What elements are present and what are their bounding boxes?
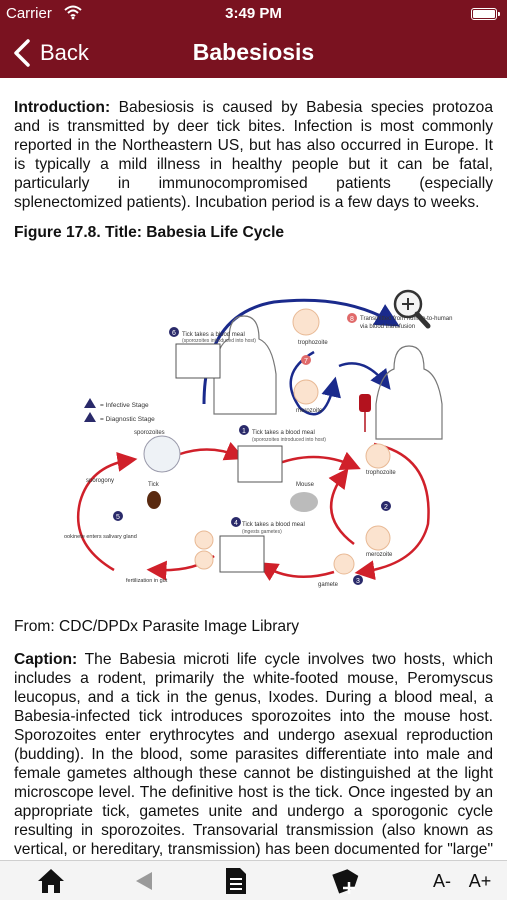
gamete-cell	[333, 553, 355, 575]
arrow-sporozoite-to-tick	[179, 441, 245, 461]
arrow-mouse-cycle-inner	[328, 467, 355, 545]
svg-text:8: 8	[350, 316, 354, 323]
label-step8: Transmitted from human-to-human	[360, 316, 452, 322]
label-ookinete: ookinete enters salivary gland	[64, 534, 137, 540]
step-badge-1: 1	[239, 425, 249, 435]
triangle-left-icon	[136, 872, 152, 890]
label-gamete: gamete	[318, 582, 339, 588]
step-badge-7: 7	[301, 355, 311, 365]
chevron-left-icon	[14, 39, 30, 67]
arrow-mouse-cycle	[354, 442, 430, 581]
label-step8-sub: via blood transfusion	[360, 324, 415, 330]
arrow-gamete-to-tick	[257, 562, 335, 582]
previous-button[interactable]	[131, 865, 157, 897]
gut-cell-1	[194, 530, 214, 550]
merozoite-cell-upper	[293, 379, 319, 405]
introduction-paragraph: Introduction: Babesiosis is caused by Ba…	[14, 98, 493, 212]
home-icon	[38, 869, 64, 893]
sporozoites-cell	[143, 435, 181, 473]
label-merozoite-lower: merozoite	[366, 552, 393, 558]
trophozoite-cell-upper	[292, 308, 320, 336]
step-badge-5: 5	[113, 511, 123, 521]
article-content[interactable]: Introduction: Babesiosis is caused by Ba…	[0, 78, 507, 860]
step-badge-2: 2	[381, 501, 391, 511]
label-step4-sub: (ingests gametes)	[242, 529, 282, 535]
infective-stage-icon	[84, 398, 96, 408]
label-sporogony: sporogony	[86, 478, 114, 484]
figure-source: From: CDC/DPDx Parasite Image Library	[14, 618, 300, 635]
svg-text:7: 7	[304, 358, 308, 365]
step-badge-4: 4	[231, 517, 241, 527]
svg-text:3: 3	[356, 578, 360, 585]
label-mouse: Mouse	[296, 482, 315, 488]
label-merozoite-upper: merozoite	[296, 408, 323, 414]
back-button-label: Back	[40, 40, 89, 65]
navigation-bar: Back Babesiosis	[0, 28, 507, 78]
merozoite-cell-lower	[365, 525, 391, 551]
caption-text: The Babesia microti life cycle involves …	[14, 651, 493, 858]
arrow-human-cycle	[289, 350, 341, 416]
label-tick: Tick	[148, 482, 160, 488]
transfusion-recipient-figure	[375, 345, 443, 440]
arrow-tick-cycle-left	[76, 451, 138, 572]
svg-text:1: 1	[242, 428, 246, 435]
arrow-tick-to-mouse	[271, 451, 361, 470]
bookmark-button[interactable]	[330, 865, 364, 897]
svg-text:5: 5	[116, 514, 120, 521]
back-button[interactable]: Back	[10, 36, 89, 70]
trophozoite-cell-lower	[365, 443, 391, 469]
decrease-font-button[interactable]: A-	[433, 870, 451, 891]
label-trophozoite-upper: trophozoite	[298, 340, 328, 346]
label-step6-sub: (sporozoites introduced into host)	[182, 338, 256, 344]
step-badge-6: 6	[169, 327, 179, 337]
tick-meal-box-4	[219, 535, 265, 573]
label-step6: Tick takes a blood meal	[182, 332, 245, 338]
contents-button[interactable]	[222, 865, 250, 897]
home-button[interactable]	[34, 865, 68, 897]
tick-meal-box-1	[237, 445, 283, 483]
label-trophozoite-lower: trophozoite	[366, 470, 396, 476]
blood-bag-icon	[359, 394, 371, 412]
figure-title: Figure 17.8. Title: Babesia Life Cycle	[14, 224, 285, 241]
label-step1-sub: (sporozoites introduced into host)	[252, 437, 326, 443]
label-step4: Tick takes a blood meal	[242, 522, 305, 528]
diagnostic-stage-icon	[84, 412, 96, 422]
document-icon	[226, 868, 246, 894]
tick-figure	[147, 491, 161, 509]
life-cycle-figure: 6 7 8 1 5 2 4 3 = Infective Stage = Diag…	[14, 244, 493, 614]
label-sporozoites: sporozoites	[134, 430, 165, 436]
tick-meal-box-6	[175, 343, 221, 379]
step-badge-8: 8	[347, 313, 357, 323]
gut-cell-2	[194, 550, 214, 570]
clock: 3:49 PM	[225, 5, 282, 22]
step-badge-3: 3	[353, 575, 363, 585]
label-fertilization: fertilization in gut	[126, 578, 168, 584]
magnify-icon[interactable]	[393, 289, 431, 329]
carrier-label: Carrier	[6, 5, 52, 22]
svg-text:6: 6	[172, 330, 176, 337]
status-bar: Carrier 3:49 PM	[0, 0, 507, 28]
legend-infective: = Infective Stage	[100, 402, 149, 409]
caption-label: Caption:	[14, 651, 78, 668]
introduction-label: Introduction:	[14, 99, 111, 116]
introduction-text: Babesiosis is caused by Babesia species …	[14, 99, 493, 211]
battery-icon	[471, 8, 500, 20]
bottom-toolbar: A- A+	[0, 860, 507, 900]
increase-font-button[interactable]: A+	[468, 870, 492, 891]
arrow-transfusion	[338, 362, 391, 390]
wifi-icon	[64, 4, 82, 24]
svg-text:4: 4	[234, 520, 238, 527]
caption-paragraph: Caption: The Babesia microti life cycle …	[14, 650, 493, 860]
svg-text:2: 2	[384, 504, 388, 511]
label-step1: Tick takes a blood meal	[252, 430, 315, 436]
legend-diagnostic: = Diagnostic Stage	[100, 416, 155, 423]
bookmark-add-icon	[332, 869, 359, 894]
mouse-figure	[290, 492, 318, 512]
